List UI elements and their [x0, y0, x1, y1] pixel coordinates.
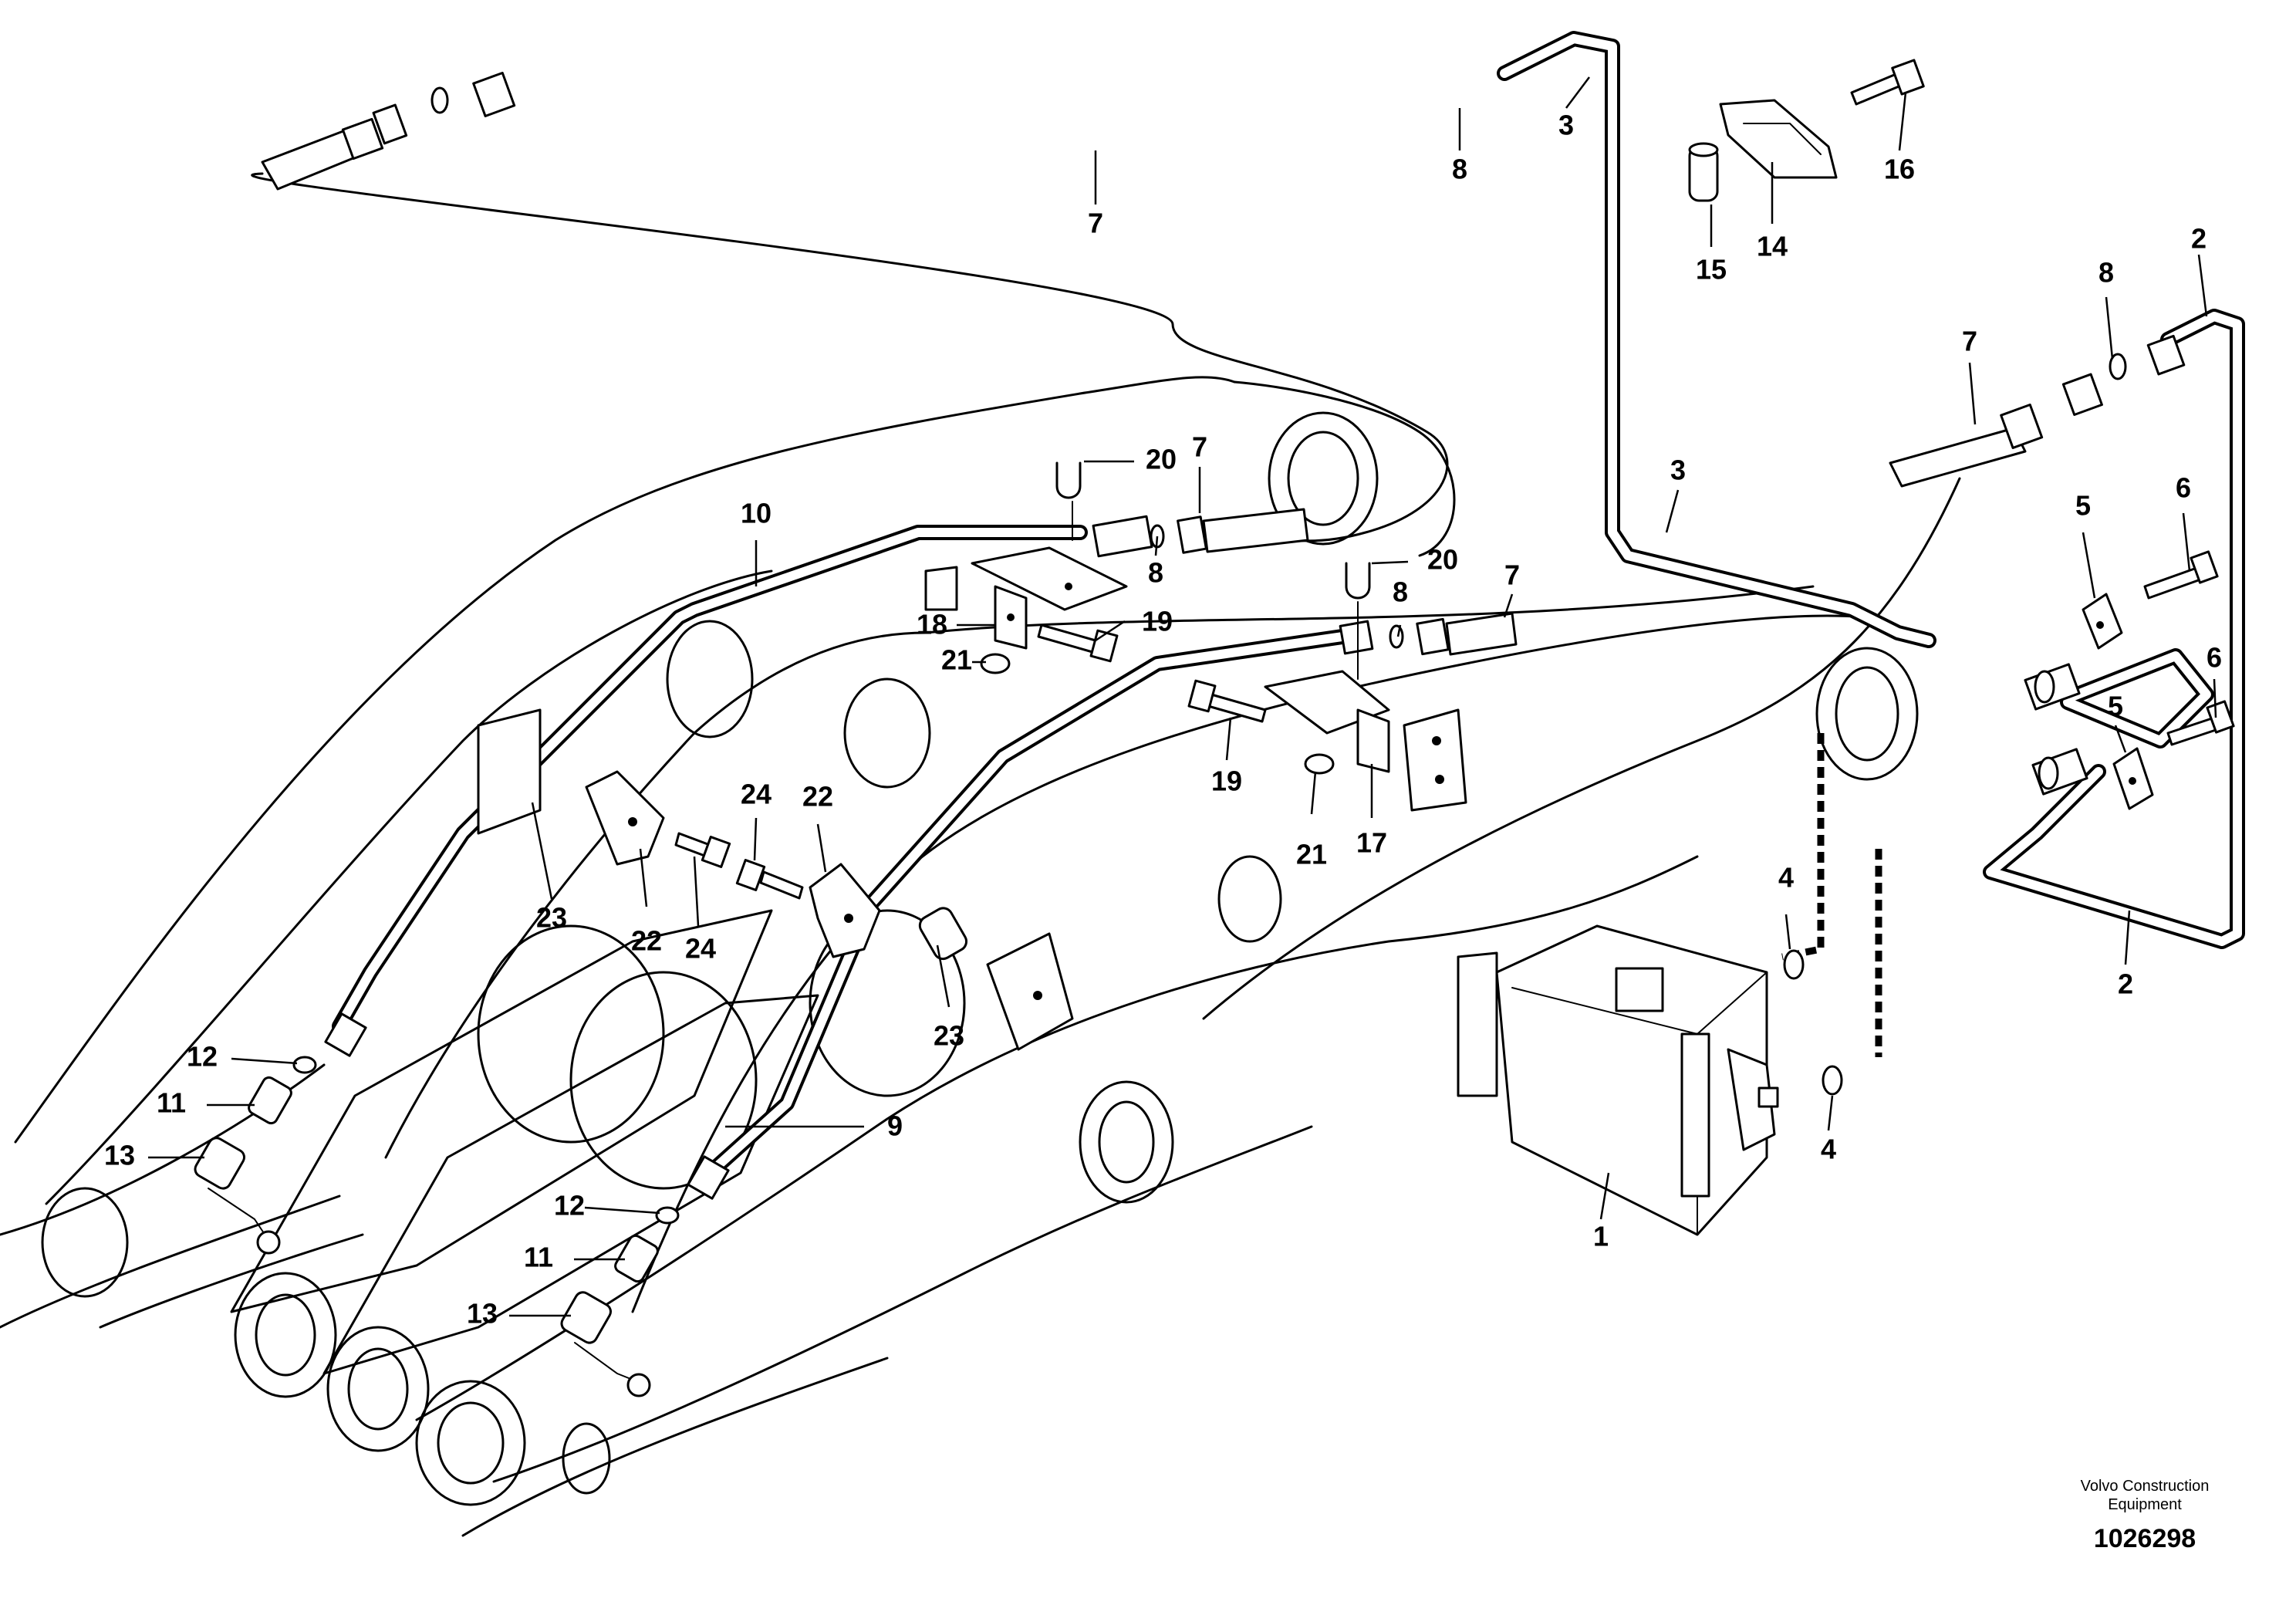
- callout-5: 5: [2075, 490, 2091, 522]
- callout-14: 14: [1757, 231, 1788, 262]
- plug-11-left: [248, 1076, 292, 1125]
- callout-11: 11: [524, 1242, 553, 1273]
- callout-20: 20: [1427, 544, 1458, 576]
- callout-24: 24: [685, 933, 716, 965]
- u-bolt-20-right: [1345, 562, 1371, 680]
- pipe-2-lower-loop: [2060, 648, 2214, 748]
- hose-fitting-mid-left: [1092, 508, 1309, 558]
- clamp-22-right: [809, 863, 881, 958]
- callout-15: 15: [1696, 254, 1727, 286]
- spacer-23-left: [477, 708, 542, 835]
- pipe-fitting-right-upper: [2024, 663, 2081, 711]
- callout-8: 8: [2098, 257, 2114, 289]
- accumulator-1: [1457, 924, 1779, 1236]
- callout-4: 4: [1778, 862, 1794, 894]
- brand-line-2: Equipment: [2108, 1496, 2182, 1513]
- o-ring-12-right: [655, 1206, 680, 1225]
- brand-line-1: Volvo Construction: [2081, 1478, 2210, 1495]
- callout-21: 21: [1296, 839, 1327, 870]
- spacer-23-right: [918, 907, 1074, 1051]
- callout-8: 8: [1452, 154, 1467, 185]
- hose-fitting-top: [261, 71, 516, 191]
- callout-7: 7: [1088, 208, 1103, 239]
- callout-7: 7: [1192, 431, 1207, 463]
- cap-13-right: [560, 1291, 651, 1397]
- hose-upper: [251, 172, 1961, 1020]
- bucket-links: [230, 909, 966, 1452]
- callout-3: 3: [1558, 110, 1574, 141]
- bolt-19-right: [1187, 679, 1267, 723]
- callout-17: 17: [1356, 827, 1387, 859]
- callout-13: 13: [104, 1140, 135, 1171]
- hose-fitting-right: [1889, 334, 2186, 488]
- pipe-10: [332, 525, 1088, 1034]
- bolt-6-upper: [2143, 550, 2219, 600]
- bolt-16: [1850, 59, 1925, 106]
- pipe-9: [702, 629, 1350, 1181]
- nut-21-right: [1304, 753, 1335, 775]
- bolt-19-left: [1037, 623, 1119, 663]
- callout-10: 10: [741, 498, 772, 529]
- bracket-17: [1264, 670, 1467, 812]
- callout-8: 8: [1148, 557, 1163, 589]
- callout-22: 22: [631, 925, 662, 957]
- callout-16: 16: [1884, 154, 1915, 185]
- callout-2: 2: [2191, 223, 2207, 255]
- pipe-2: [1983, 309, 2245, 949]
- loader-arm-inner: [384, 585, 1919, 1313]
- plug-11-right: [614, 1234, 659, 1283]
- o-ring-12-left: [292, 1056, 317, 1074]
- callout-23: 23: [934, 1020, 964, 1052]
- callout-19: 19: [1142, 606, 1173, 637]
- callout-4: 4: [1821, 1134, 1836, 1165]
- pipe-end-10: [324, 1012, 367, 1057]
- clamp-5-upper: [2082, 593, 2123, 650]
- callout-2: 2: [2118, 968, 2133, 1000]
- leader-lines: [148, 76, 2217, 1317]
- bolt-24-right: [735, 859, 804, 900]
- callout-23: 23: [536, 902, 567, 934]
- nut-21-left: [980, 653, 1011, 674]
- u-bolt-20-left: [1055, 461, 1082, 541]
- clamp-22-left: [585, 770, 665, 866]
- o-ring-4-lower: [1822, 1065, 1843, 1096]
- callout-7: 7: [1962, 326, 1977, 357]
- callout-12: 12: [554, 1190, 585, 1222]
- bracket-18: [924, 546, 1128, 650]
- callout-1: 1: [1593, 1221, 1609, 1252]
- bolt-24-left: [674, 832, 731, 868]
- callout-9: 9: [887, 1110, 903, 1142]
- clamp-5-lower: [2112, 747, 2154, 810]
- document-number: 1026298: [2094, 1524, 2196, 1553]
- callout-8: 8: [1393, 576, 1408, 608]
- callout-12: 12: [187, 1041, 218, 1073]
- pipe-3: [1497, 31, 1936, 648]
- callout-18: 18: [917, 609, 947, 640]
- pipe-fitting-right-lower: [2031, 748, 2088, 796]
- callout-labels: 1 2 2 3 3 4 4 5 5 6 6 7 7 7 7 8 8 8 8 9 …: [104, 110, 2222, 1330]
- hose-fitting-mid-right: [1339, 612, 1518, 656]
- lower-link-arm: [415, 855, 1699, 1537]
- o-ring-4-upper: [1783, 949, 1805, 980]
- callout-6: 6: [2207, 642, 2222, 674]
- brand-block: Volvo Construction Equipment 1026298: [2081, 1478, 2210, 1553]
- callout-20: 20: [1146, 444, 1177, 475]
- callout-3: 3: [1670, 454, 1686, 486]
- callout-21: 21: [941, 644, 972, 676]
- spacer-15: [1688, 142, 1719, 202]
- callout-22: 22: [802, 781, 833, 813]
- callout-7: 7: [1504, 559, 1520, 591]
- callout-5: 5: [2108, 691, 2123, 722]
- pipe-end-9: [687, 1155, 730, 1200]
- callout-11: 11: [157, 1087, 186, 1119]
- cap-13-left: [194, 1137, 281, 1255]
- callout-6: 6: [2176, 472, 2191, 504]
- callout-13: 13: [467, 1298, 498, 1330]
- callout-24: 24: [741, 779, 772, 810]
- clamp-14: [1719, 99, 1838, 179]
- loader-arm-outer: [0, 376, 1456, 1329]
- callout-19: 19: [1211, 765, 1242, 797]
